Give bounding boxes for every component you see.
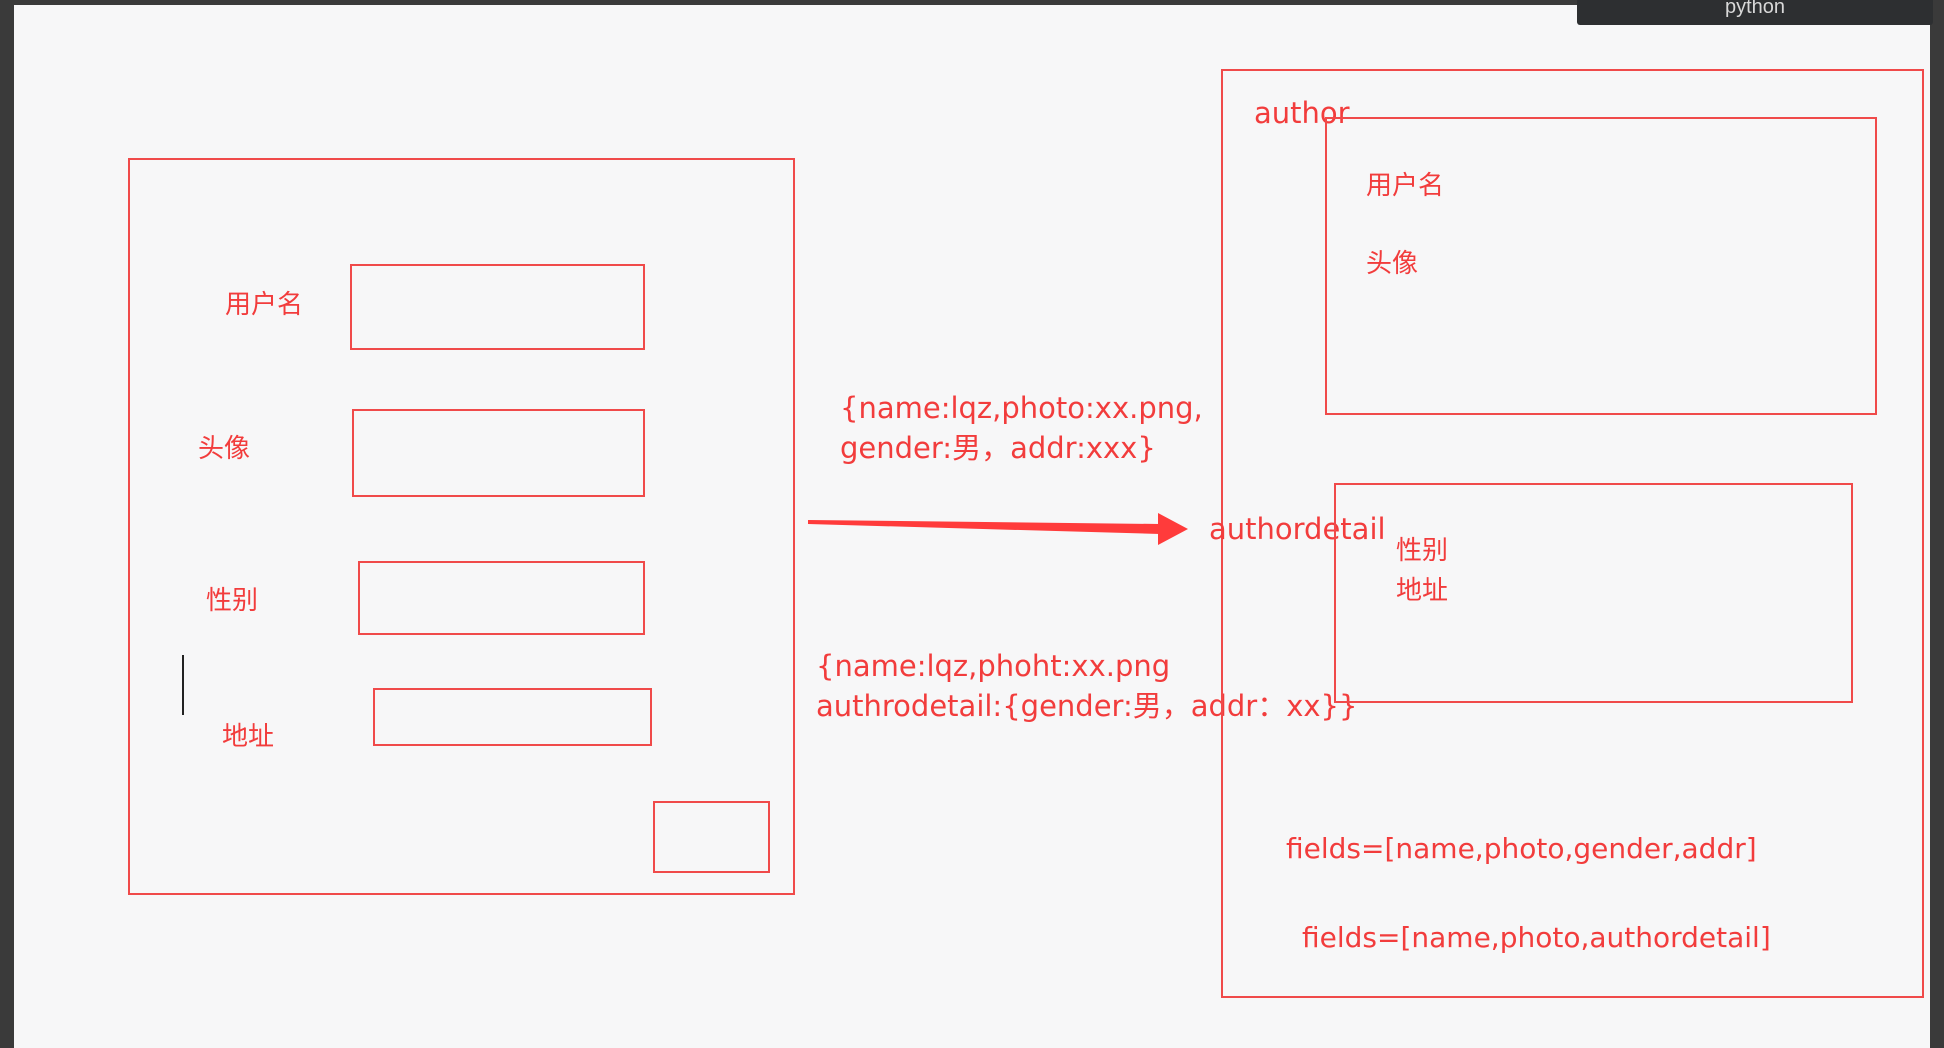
nested-json-line-2: authrodetail:{gender:男，addr：xx}} [816,689,1358,723]
avatar-input[interactable] [352,409,645,497]
language-tab[interactable]: python [1577,0,1933,25]
fields-nested-text: fields=[name,photo,authordetail] [1302,921,1771,954]
form-frame [128,158,795,895]
fields-flat-text: fields=[name,photo,gender,addr] [1286,832,1757,865]
address-input[interactable] [373,688,652,746]
authordetail-field-address: 地址 [1396,576,1449,606]
nested-json-annotation: {name:lqz,phoht:xx.png authrodetail:{gen… [816,646,1357,726]
authordetail-box [1334,483,1853,703]
gender-input[interactable] [358,561,645,635]
form-label-gender: 性别 [206,586,259,616]
submit-button[interactable] [653,801,770,873]
arrow-shaft [808,520,1160,534]
language-tab-label: python [1724,0,1786,18]
username-input[interactable] [350,264,645,350]
model-frame [1221,69,1924,998]
author-box [1325,117,1877,415]
flat-json-line-1: {name:lqz,photo:xx.png, [840,391,1203,425]
form-label-address: 地址 [222,722,275,752]
author-field-username: 用户名 [1366,171,1445,201]
nested-json-line-1: {name:lqz,phoht:xx.png [816,649,1171,683]
flat-json-line-2: gender:男，addr:xxx} [840,431,1156,465]
arrow-head [1158,513,1188,545]
form-label-username: 用户名 [225,290,304,320]
text-cursor [182,655,184,715]
author-field-avatar: 头像 [1366,249,1419,279]
author-label: author [1254,96,1350,130]
authordetail-field-gender: 性别 [1396,536,1449,566]
form-label-avatar: 头像 [198,434,251,464]
flat-json-annotation: {name:lqz,photo:xx.png, gender:男，addr:xx… [840,388,1203,468]
authordetail-label: authordetail [1209,512,1386,546]
